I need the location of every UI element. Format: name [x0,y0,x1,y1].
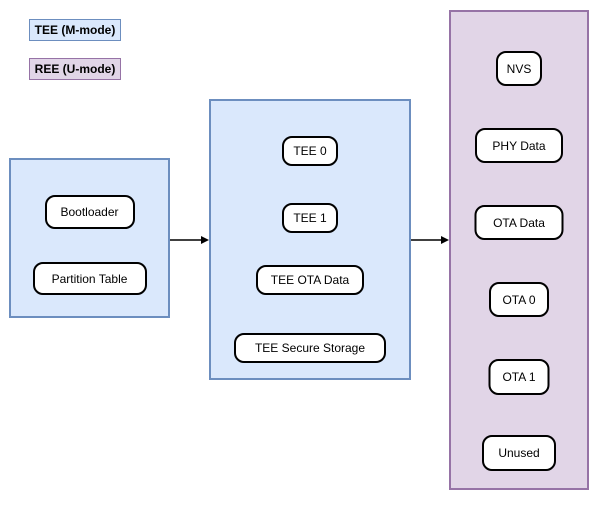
node-partition-table: Partition Table [32,262,147,295]
node-ota-0: OTA 0 [489,282,549,317]
node-phy-data: PHY Data [475,128,563,163]
node-bootloader: Bootloader [44,195,135,229]
node-tee-0: TEE 0 [282,136,338,166]
node-tee-1: TEE 1 [282,203,338,233]
node-ota-1: OTA 1 [488,359,550,395]
arrow-left-to-middle [170,236,209,244]
legend-ree-u-mode: REE (U-mode) [29,58,121,80]
arrow-middle-to-right [411,236,449,244]
node-tee-ota-data: TEE OTA Data [256,265,364,295]
node-unused: Unused [482,435,556,471]
region-bootloader-tee: Bootloader Partition Table [9,158,170,318]
node-nvs: NVS [496,51,542,86]
region-tee: TEE 0 TEE 1 TEE OTA Data TEE Secure Stor… [209,99,411,380]
node-tee-secure-storage: TEE Secure Storage [234,333,386,363]
node-ota-data: OTA Data [474,205,564,240]
legend-tee-m-mode: TEE (M-mode) [29,19,121,41]
region-ree: NVS PHY Data OTA Data OTA 0 OTA 1 Unused [449,10,589,490]
